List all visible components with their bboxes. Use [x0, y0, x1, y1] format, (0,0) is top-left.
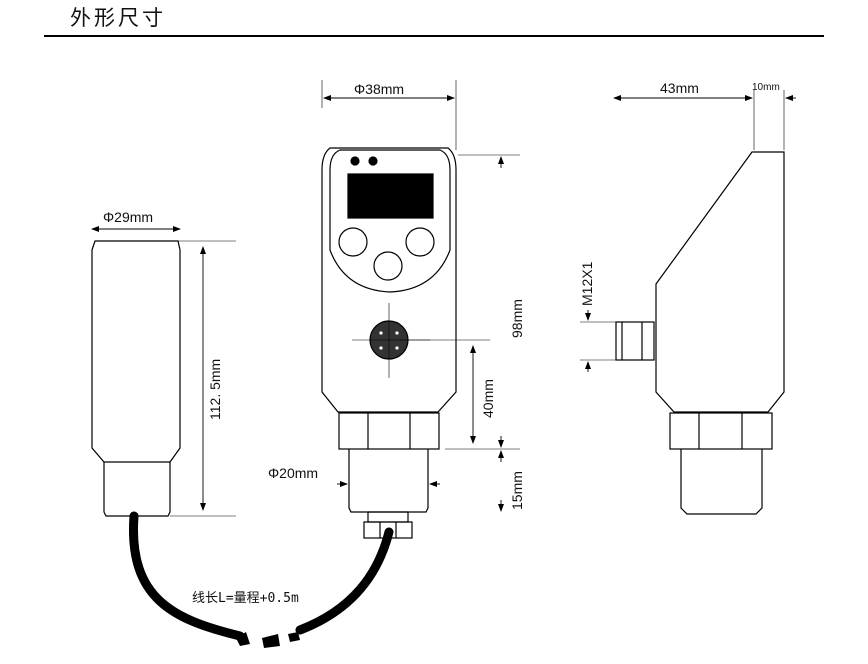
housing: [321, 147, 457, 413]
side-connector: [615, 321, 655, 361]
cable-gland: [363, 521, 413, 539]
dim-phi20: Φ20mm: [268, 465, 318, 481]
dim-112-5: 112. 5mm: [207, 359, 223, 420]
hex-nut: [338, 412, 440, 450]
button-left: [338, 227, 368, 257]
process-thread: [348, 449, 429, 513]
probe-cable: [128, 511, 245, 641]
probe-body: [91, 240, 181, 463]
probe-collar: [103, 462, 171, 517]
dim-phi29: Φ29mm: [103, 209, 153, 225]
cable-length-note: 线长L=量程+0.5m: [192, 591, 299, 606]
cable-right: [295, 527, 394, 635]
front-view: [321, 80, 520, 539]
side-thread: [680, 449, 763, 515]
button-center: [373, 251, 403, 281]
cable-gland: [367, 511, 409, 523]
side-view: [580, 90, 796, 515]
side-housing: [655, 151, 785, 413]
led-indicator: [350, 156, 360, 166]
dim-40: 40mm: [480, 379, 496, 418]
dim-15: 15mm: [509, 471, 525, 510]
dim-10: 10mm: [752, 82, 780, 93]
button-right: [405, 227, 435, 257]
dim-m12x1: M12X1: [579, 261, 595, 306]
faceplate: [329, 149, 451, 293]
side-hex-nut: [669, 412, 773, 450]
page-title: 外形尺寸: [70, 6, 166, 30]
title-rule: [44, 35, 824, 37]
lcd-display: [347, 173, 434, 219]
dim-98: 98mm: [509, 299, 525, 338]
dim-43: 43mm: [660, 80, 699, 96]
led-indicator: [368, 156, 378, 166]
dim-phi38: Φ38mm: [354, 81, 404, 97]
probe-view: [91, 226, 245, 641]
cable-break: [236, 632, 300, 648]
